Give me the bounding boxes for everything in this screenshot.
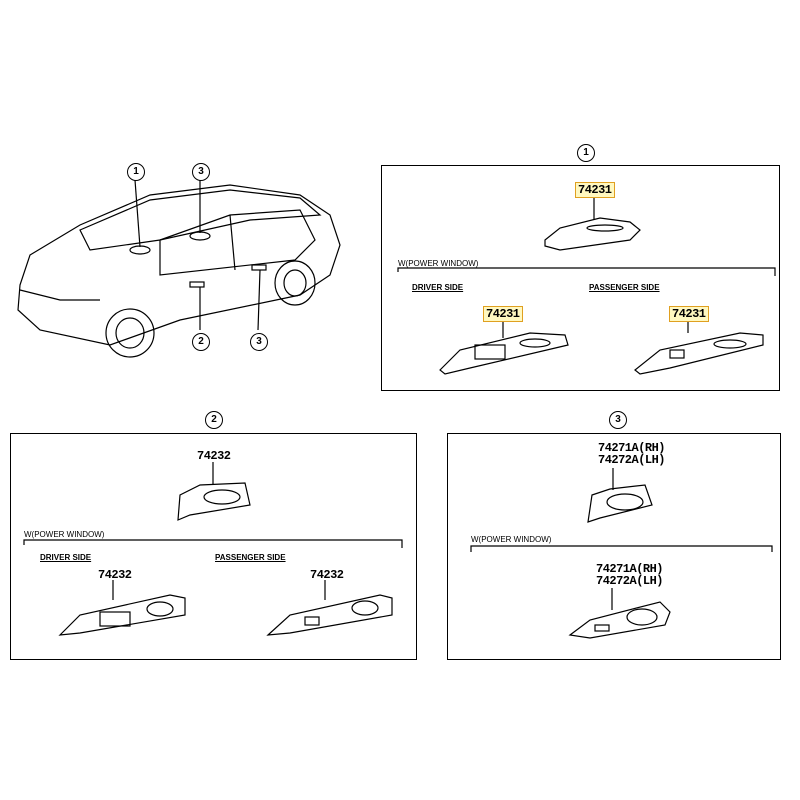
section1-box: [381, 165, 780, 391]
part-number-74232[interactable]: 74232: [197, 449, 231, 463]
section2-number: 2: [205, 411, 223, 429]
driver-side-label: DRIVER SIDE: [412, 283, 464, 292]
group-label: W(POWER WINDOW): [398, 259, 479, 268]
group-label: W(POWER WINDOW): [471, 535, 552, 544]
section2-box: [10, 433, 417, 660]
part-number-passenger[interactable]: 74231: [669, 306, 709, 322]
section1-number: 1: [577, 144, 595, 162]
part-number-74231[interactable]: 74231: [575, 182, 615, 198]
part-number-passenger[interactable]: 74232: [310, 568, 344, 582]
section3-box: [447, 433, 781, 660]
callout-3: 3: [192, 163, 210, 181]
group-label: W(POWER WINDOW): [24, 530, 105, 539]
section3-parts: [470, 468, 773, 639]
part-number-driver[interactable]: 74231: [483, 306, 523, 322]
part-number-lh-top[interactable]: 74272A(LH): [598, 453, 666, 467]
car-illustration: [17, 179, 341, 358]
passenger-side-label: PASSENGER SIDE: [215, 553, 286, 562]
callout-3-lower: 3: [250, 333, 268, 351]
callout-1: 1: [127, 163, 145, 181]
part-number-driver[interactable]: 74232: [98, 568, 132, 582]
callout-2: 2: [192, 333, 210, 351]
section2-parts: [23, 462, 403, 636]
section3-number: 3: [609, 411, 627, 429]
part-number-rh-top[interactable]: 74271A(RH): [598, 441, 666, 455]
part-number-lh-bottom[interactable]: 74272A(LH): [596, 574, 664, 588]
section1-parts: [397, 198, 776, 375]
driver-side-label: DRIVER SIDE: [40, 553, 92, 562]
part-number-rh-bottom[interactable]: 74271A(RH): [596, 562, 664, 576]
passenger-side-label: PASSENGER SIDE: [589, 283, 660, 292]
